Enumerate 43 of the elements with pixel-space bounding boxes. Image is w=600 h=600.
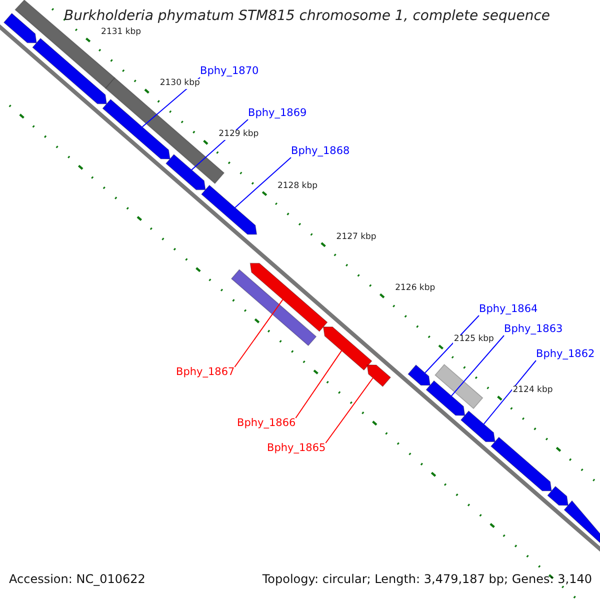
scale-label: 2126 kbp bbox=[394, 284, 436, 294]
gene-label: Bphy_1868 bbox=[291, 146, 350, 158]
gene-feature bbox=[200, 184, 258, 235]
scale-label: 2128 kbp bbox=[276, 182, 319, 191]
gene-feature bbox=[3, 12, 37, 44]
gene-label: Bphy_1866 bbox=[237, 418, 296, 430]
scale-label: 2125 kbp bbox=[452, 335, 495, 344]
leader-line bbox=[295, 350, 342, 418]
scale-label: 2127 kbp bbox=[335, 232, 378, 242]
leader-line bbox=[234, 299, 284, 368]
scale-label: 2130 kbp bbox=[158, 79, 201, 89]
feature-bar bbox=[230, 269, 317, 346]
diagram-title: Burkholderia phymatum STM815 chromosome 1, complete sequence bbox=[64, 9, 550, 24]
scale-label: 2131 kbp bbox=[100, 28, 142, 38]
gene-feature bbox=[250, 262, 328, 332]
gene-label: Bphy_1864 bbox=[479, 304, 538, 316]
gene-feature bbox=[322, 326, 372, 371]
gene-feature bbox=[32, 38, 108, 104]
scale-label: 2124 kbp bbox=[512, 386, 554, 396]
leader-line bbox=[325, 378, 374, 444]
gene-feature bbox=[366, 364, 392, 388]
leader-line bbox=[234, 157, 292, 208]
feature-bar bbox=[434, 364, 484, 410]
gene-feature bbox=[165, 154, 206, 190]
scale-label: 2129 kbp bbox=[218, 130, 260, 140]
gene-label: Bphy_1867 bbox=[176, 367, 235, 379]
leader-line bbox=[483, 360, 536, 425]
gene-feature bbox=[547, 486, 569, 506]
gene-feature bbox=[426, 380, 466, 416]
gene-label: Bphy_1870 bbox=[200, 66, 259, 78]
gene-label: Bphy_1863 bbox=[504, 324, 563, 336]
gene-label: Bphy_1865 bbox=[267, 443, 326, 455]
sequence-info-text: Topology: circular; Length: 3,479,187 bp; Genes: 3,140 bbox=[262, 573, 592, 586]
gene-label: Bphy_1862 bbox=[536, 349, 595, 361]
gene-feature bbox=[490, 436, 552, 492]
gene-feature bbox=[564, 500, 600, 544]
accession-text: Accession: NC_010622 bbox=[9, 573, 146, 586]
gene-feature bbox=[460, 410, 496, 442]
leader-line bbox=[450, 335, 504, 396]
gene-label: Bphy_1869 bbox=[248, 108, 307, 120]
leader-line bbox=[424, 315, 480, 374]
gene-feature bbox=[102, 98, 170, 160]
gene-feature bbox=[408, 364, 431, 386]
